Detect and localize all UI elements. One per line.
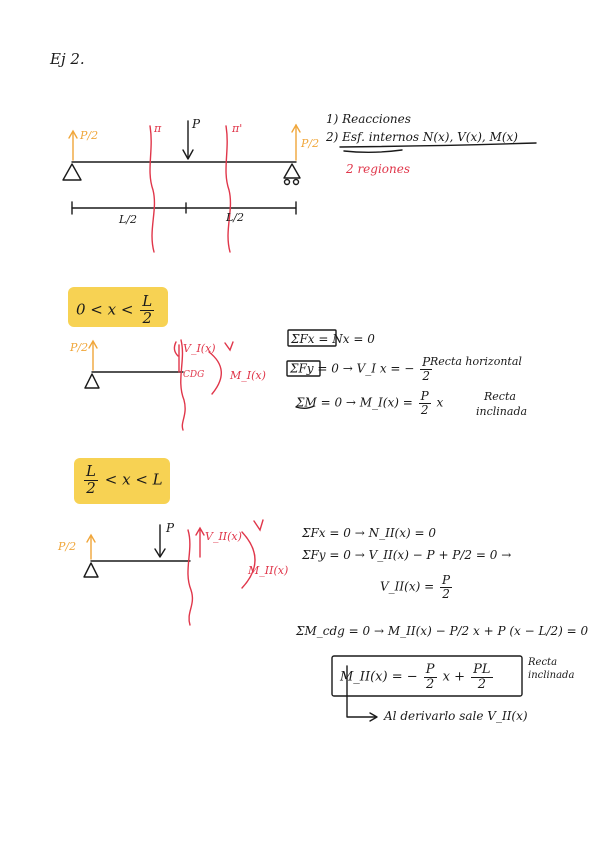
- region-2-shear-label: V_II(x): [205, 530, 242, 543]
- roller-support-right: [283, 163, 301, 179]
- span-left-label: L/2: [119, 213, 138, 226]
- region-1-moment-label: M_I(x): [230, 369, 266, 382]
- step-internal-forces: 2) Esf. internos N(x), V(x), M(x): [326, 130, 518, 144]
- cut-line-pi: [149, 125, 156, 253]
- region-2-load-label: P: [166, 521, 175, 535]
- exercise-title: Ej 2.: [50, 50, 85, 68]
- cut-line-region-2: [187, 529, 194, 626]
- region-2-eq-m: ΣM_cdg = 0 → M_II(x) − P/2 x + P (x − L/…: [296, 624, 589, 638]
- region-1-note-recta: Recta: [484, 390, 516, 403]
- region-1-reaction-label: P/2: [70, 341, 89, 354]
- region-2-eq-fx: ΣFx = 0 → N_II(x) = 0: [302, 526, 437, 540]
- region-1-note-horizontal: Recta horizontal: [430, 355, 522, 368]
- pin-support-left: [62, 163, 82, 181]
- cut-pi-label: π: [154, 122, 162, 135]
- result-box: [331, 655, 523, 697]
- region-2-reaction-label: P/2: [58, 540, 77, 553]
- region-2-note-inclinada: inclinada: [528, 670, 575, 681]
- highlight-region-1: [68, 287, 168, 327]
- region-2-moment-label: M_II(x): [248, 564, 289, 577]
- region-2-derivative-note: Al derivarlo sale V_II(x): [384, 709, 528, 723]
- region-1-shear-label: V_I(x): [183, 342, 216, 355]
- span-right-label: L/2: [226, 211, 245, 224]
- cut-line-region-1: [180, 339, 186, 431]
- region-1-cdg-label: CDG: [183, 370, 205, 380]
- load-label: P: [192, 117, 201, 131]
- cut-pi-prime-label: π': [232, 122, 243, 135]
- reaction-right-label: P/2: [301, 137, 320, 150]
- cut-line-pi-prime: [225, 125, 232, 253]
- region-2-eq-fy: ΣFy = 0 → V_II(x) − P + P/2 = 0 →: [302, 548, 512, 562]
- reaction-left-label: P/2: [80, 129, 99, 142]
- highlight-region-2: [74, 458, 170, 504]
- region-1-note-inclinada: inclinada: [476, 405, 528, 418]
- step-reactions: 1) Reacciones: [326, 112, 411, 126]
- region-2-note-recta: Recta: [528, 657, 558, 668]
- regions-note: 2 regiones: [346, 162, 411, 176]
- region-1-eq-fx: ΣFx = Nx = 0: [291, 332, 375, 346]
